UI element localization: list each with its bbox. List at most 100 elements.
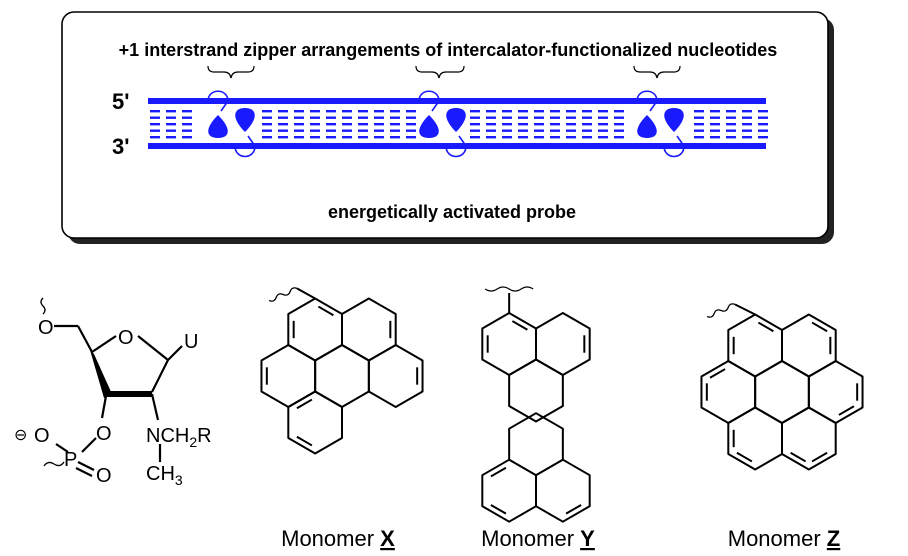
base-pair-dash	[182, 129, 192, 132]
atom-o-double: O	[96, 465, 112, 487]
base-pair-dash	[598, 116, 608, 119]
base-pair-dash	[566, 129, 576, 132]
base-pair-dash	[486, 129, 496, 132]
base-pair-dash	[582, 129, 592, 132]
base-pair-dash	[150, 136, 160, 139]
base-pair-dash	[374, 136, 384, 139]
base-pair-dash	[262, 116, 272, 119]
base-pair-dash	[614, 136, 624, 139]
base-pair-dash	[470, 136, 480, 139]
base-pair-dash	[342, 136, 352, 139]
base-pair-dash	[358, 110, 368, 113]
base-pair-dash	[742, 123, 752, 126]
base-pair-dash	[758, 110, 768, 113]
intercalator-top-1	[208, 115, 228, 138]
bond-c1-c2	[151, 359, 169, 393]
coronene-ring-5	[727, 406, 783, 471]
base-pair-dash	[598, 110, 608, 113]
base-pair-dash	[374, 116, 384, 119]
base-pair-dash	[502, 123, 512, 126]
perylene-ring-6-double-bond	[565, 504, 582, 515]
base-pair-dash	[694, 116, 704, 119]
linker-top-1	[207, 90, 229, 112]
base-pair-dash	[502, 110, 512, 113]
base-pair-dash	[358, 136, 368, 139]
base-pair-dash	[758, 136, 768, 139]
base-pair-dash	[598, 129, 608, 132]
base-pair-dash	[518, 123, 528, 126]
base-pair-dash	[694, 110, 704, 113]
base-pair-dash	[262, 110, 272, 113]
base-pair-dash	[614, 129, 624, 132]
dna-duplex	[148, 90, 768, 158]
base-pair-dash	[534, 129, 544, 132]
base-pair-dash	[758, 123, 768, 126]
base-pair-dash	[262, 136, 272, 139]
intercalator-bottom-1	[235, 108, 255, 132]
bond-ch2-c4	[77, 325, 93, 353]
coronene-ring-1	[727, 313, 783, 378]
base-pair-dash	[742, 136, 752, 139]
base-pair-dash	[374, 110, 384, 113]
base-pair-dash	[374, 129, 384, 132]
base-pair-dash	[278, 136, 288, 139]
base-pair-dash	[374, 123, 384, 126]
base-pair-dash	[310, 136, 320, 139]
base-pair-dash	[470, 110, 480, 113]
base-pair-dash	[710, 110, 720, 113]
intercalator-top-2	[419, 115, 439, 138]
pyrene-ring-1-double-bond	[317, 305, 334, 317]
linker-top-3	[636, 90, 658, 112]
base-pair-dash	[166, 123, 176, 126]
base-pair-dash	[326, 129, 336, 132]
perylene-ring-5-double-bond	[490, 504, 507, 515]
brace-1	[207, 65, 255, 79]
group-ch3: CH3	[146, 463, 183, 488]
coronene-wavy-bond	[706, 303, 736, 318]
pyrene-ring-2	[341, 297, 397, 362]
base-pair-dash	[710, 136, 720, 139]
coronene-linker	[734, 303, 756, 316]
pyrene-ring-5	[367, 344, 424, 408]
pyrene-ring-4	[287, 390, 343, 455]
base-pair-dash	[598, 136, 608, 139]
atom-o-3prime: O	[96, 423, 112, 445]
base-pair-dash	[342, 116, 352, 119]
perylene-ring-3	[508, 358, 564, 423]
pyrene-wavy-bond	[268, 287, 298, 302]
base-pair-dash	[342, 123, 352, 126]
base-pair-dash	[470, 129, 480, 132]
base-pair-dash	[486, 116, 496, 119]
base-pair-dash	[726, 116, 736, 119]
base-pair-dash	[166, 129, 176, 132]
base-pair-dash	[710, 116, 720, 119]
intercalator-bottom-3	[664, 108, 684, 132]
linker-top-2	[418, 90, 440, 112]
base-pair-dash	[518, 116, 528, 119]
strand-label-5prime: 5'	[112, 89, 129, 114]
perylene-ring-6	[535, 458, 591, 523]
base-pair-dash	[486, 123, 496, 126]
base-pair-dash	[550, 129, 560, 132]
base-pair-dash	[566, 116, 576, 119]
caption-monomer-z: Monomer Z	[728, 526, 841, 551]
base-pair-dash	[694, 123, 704, 126]
linker-bottom-3	[663, 135, 685, 158]
pyrene-ring-4-double-bond	[296, 435, 313, 447]
atom-o-ring: O	[118, 327, 134, 349]
pyrene-linker	[296, 287, 316, 300]
base-pair-dash	[598, 123, 608, 126]
base-pair-dash	[550, 123, 560, 126]
base-pair-dash	[326, 136, 336, 139]
base-pair-dash	[310, 116, 320, 119]
base-pair-dash	[150, 116, 160, 119]
base-pair-dash	[406, 110, 416, 113]
wavy-bond-top	[40, 297, 46, 315]
zipper-braces	[207, 65, 681, 79]
base-pair-dash	[582, 116, 592, 119]
base-pair-dash	[342, 110, 352, 113]
base-pair-dash	[278, 123, 288, 126]
atom-o-5prime: O	[38, 317, 54, 339]
base-pair-dash	[582, 136, 592, 139]
base-pair-dash	[150, 129, 160, 132]
